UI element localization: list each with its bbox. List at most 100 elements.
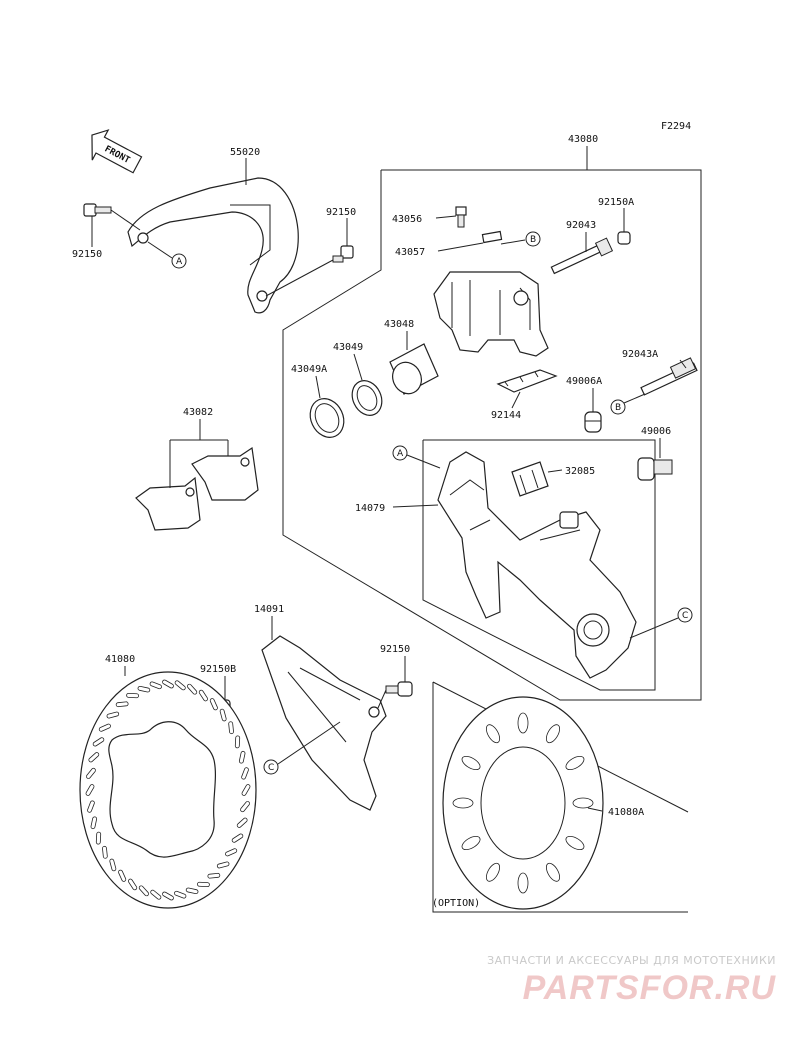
label-55020: 55020 [230,147,260,158]
disc-slot [241,767,249,780]
callout-c-bracket-label: C [682,611,688,621]
label-92150B: 92150B [200,664,236,675]
disc-window [572,797,594,809]
label-92150A: 92150A [598,197,634,208]
label-43082: 43082 [183,407,213,418]
label-41080: 41080 [105,654,135,665]
label-92150-left: 92150 [72,249,102,260]
pad-guide-32085 [511,461,549,497]
disc-slot [174,680,186,691]
disc-window [517,712,529,734]
callout-b-top [525,231,541,247]
disc-slot [225,848,238,857]
label-43080: 43080 [568,134,598,145]
disc-slot [162,891,174,901]
disc-slot [174,890,187,899]
option-box-outline [432,682,688,913]
watermark-tagline: ЗАПЧАСТИ И АКСЕССУАРЫ ДЛЯ МОТОТЕХНИКИ [487,954,776,967]
disc-slot [228,721,234,735]
disc-slot [128,878,138,891]
boot-49006A [584,411,602,433]
disc-slot [236,817,248,828]
label-92150-bottom: 92150 [380,644,410,655]
disc-guard-14091 [261,635,387,811]
disc-slot [231,833,244,843]
pin-92043 [550,237,614,275]
callout-b-top-label: B [530,235,536,245]
label-43048: 43048 [384,319,414,330]
label-43057: 43057 [395,247,425,258]
disc-window [545,862,561,882]
disc-slot [198,689,208,702]
watermark: ЗАПЧАСТИ И АКСЕССУАРЫ ДЛЯ МОТОТЕХНИКИ PA… [487,954,776,1008]
label-92144: 92144 [491,410,521,421]
disc-slot [149,681,162,690]
piston-43048 [389,343,439,395]
bolt-92150-left [83,203,112,217]
disc-window [517,872,529,894]
label-43049: 43049 [333,342,363,353]
label-49006A: 49006A [566,376,602,387]
bolt-92150-middle [332,245,354,263]
label-43056: 43056 [392,214,422,225]
disc-slot [87,800,95,813]
disc-slot [185,887,199,895]
option-label: (OPTION) [432,898,480,909]
disc-slot [207,872,221,879]
callout-c-guard [263,759,279,775]
disc-window [461,835,481,851]
disc-slot [85,784,95,796]
brake-disc-41080 [79,671,257,909]
label-92043: 92043 [566,220,596,231]
cap-92150A [617,231,631,245]
label-32085: 32085 [565,466,595,477]
diagram-code: F2294 [661,121,691,132]
disc-window [485,724,501,744]
brake-disc-41080A [442,696,604,910]
pin-92043A [640,357,698,396]
cap-43057 [481,230,503,244]
callout-b-side [610,399,626,415]
disc-slot [150,889,162,900]
disc-slot [102,845,108,859]
label-49006: 49006 [641,426,671,437]
disc-slot [106,711,120,719]
disc-slot [90,816,98,830]
disc-window [545,724,561,744]
brake-pads-43082 [135,446,259,531]
watermark-logo: PARTSFOR.RU [522,969,776,1007]
disc-slot [209,698,218,711]
label-14079: 14079 [355,503,385,514]
disc-slot [197,881,210,888]
disc-window [565,755,585,771]
label-43049A: 43049A [291,364,327,375]
callout-a-bracket-label: A [397,449,404,459]
caliper-body-part [433,271,549,357]
front-arrow-icon: FRONT [91,129,143,174]
disc-slot [216,861,230,869]
label-14091: 14091 [254,604,284,615]
disc-slot [118,869,127,882]
seal-43049 [351,380,383,416]
bolt-92150-bottom [385,681,413,697]
caliper-assembly-outline [282,169,702,701]
disc-slot [126,692,139,699]
caliper-guard-part [127,177,299,314]
boot-49006 [637,457,673,481]
disc-slot [88,752,100,763]
bleeder-valve-43056 [455,206,467,228]
bracket-subgroup-outline [422,439,656,691]
callout-c-bracket [677,607,693,623]
seal-43049A [309,398,345,438]
disc-slot [95,831,102,845]
disc-slot [187,683,198,695]
disc-slot [98,723,111,732]
disc-slot [240,801,250,813]
callout-c-guard-label: C [268,763,274,773]
disc-slot [92,737,105,747]
disc-window [461,755,481,771]
disc-slot [162,679,174,689]
disc-slot [115,701,129,708]
